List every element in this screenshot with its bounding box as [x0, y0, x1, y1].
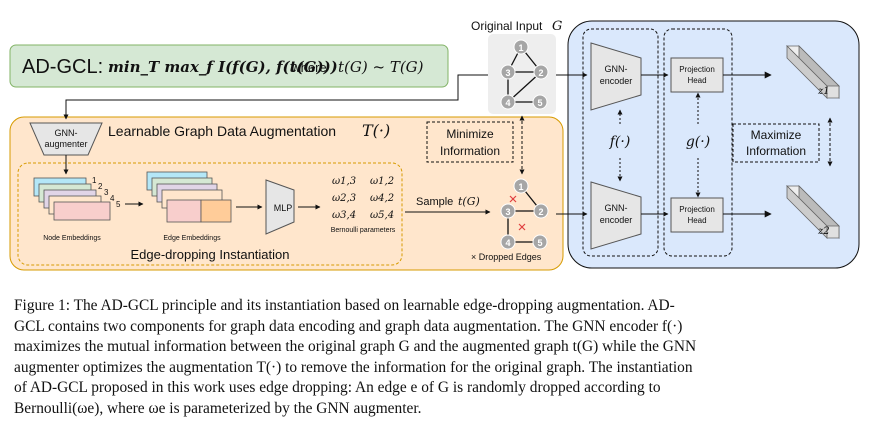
z1-vector [786, 45, 840, 99]
dropped-edge-marks [509, 195, 526, 231]
node-embeddings-stack [33, 177, 111, 221]
weight-5-4: ω5,4 [370, 210, 394, 221]
encoder-dashed-box [582, 28, 659, 257]
maximize-line-1: Maximize [751, 128, 802, 142]
caption-line-1: Figure 1: The AD-GCL principle and its i… [14, 297, 675, 314]
dropped-edges-legend: × Dropped Edges [471, 252, 542, 262]
node-embeddings-label: Node Embeddings [43, 235, 101, 242]
node-index-1: 1 [92, 176, 97, 185]
instantiation-label: Edge-dropping Instantiation [130, 247, 289, 262]
objective-label: AD-GCL: [22, 56, 103, 78]
aug-node-4: 4 [505, 238, 510, 248]
edge-embeddings-label: Edge Embeddings [163, 235, 221, 242]
edge-embeddings-stack [146, 171, 232, 223]
augmentation-title: Learnable Graph Data Augmentation [108, 123, 336, 139]
original-input-label: Original Input [471, 19, 543, 33]
orig-node-2: 2 [538, 68, 543, 78]
node-index-5: 5 [116, 200, 121, 209]
objective-constraint: t(G) ~ T(G) [338, 58, 424, 76]
node-index-3: 3 [104, 188, 109, 197]
node-index-4: 4 [110, 194, 115, 203]
original-graph-bg [488, 34, 556, 114]
objective-box [9, 44, 449, 88]
mlp-box [265, 179, 295, 235]
orig-node-3: 3 [505, 68, 510, 78]
projection-head-bottom [670, 197, 724, 233]
figure-caption: Figure 1: The AD-GCL principle and its i… [14, 296, 860, 419]
caption-line-5: of AD-GCL proposed in this work uses edg… [14, 379, 661, 396]
caption-line-2: GCL contains two components for graph da… [14, 317, 683, 335]
projection-top-label-2: Head [687, 76, 706, 85]
gnn-augmenter-label-1: GNN- [55, 128, 78, 138]
gnn-augmenter-label-2: augmenter [44, 139, 87, 149]
encoder-bottom-label-2: encoder [600, 215, 633, 225]
weight-2-3: ω2,3 [332, 193, 356, 204]
projection-top-label-1: Projection [679, 65, 715, 74]
objective-where: , where [284, 60, 327, 75]
orig-node-1: 1 [518, 43, 523, 53]
node-index-2: 2 [98, 182, 103, 191]
encoder-top-label-2: encoder [600, 76, 633, 86]
z1-label: z1 [817, 86, 830, 97]
aug-node-5: 5 [537, 238, 542, 248]
caption-line-4: augmenter optimizes the augmentation T(·… [14, 358, 693, 376]
sample-symbol: t(G) [458, 195, 480, 208]
graph-to-augmenter-arrow [63, 74, 488, 120]
minimize-box [426, 121, 514, 163]
caption-line-6: Bernoulli(ωe), where ωe is parameterized… [14, 399, 422, 417]
encoder-bottom-label-1: GNN- [605, 203, 628, 213]
adgcl-diagram: AD-GCL: min_T max_f I(f(G), f(t(G))) , w… [9, 19, 860, 271]
orig-node-5: 5 [537, 98, 542, 108]
projection-head-top [670, 57, 724, 93]
gnn-encoder-top [590, 42, 642, 111]
weight-4-2: ω4,2 [370, 193, 394, 204]
minimize-line-1: Minimize [446, 127, 494, 141]
sample-label: Sample [416, 196, 453, 208]
mlp-label: MLP [274, 203, 293, 213]
original-input-symbol: G [552, 19, 562, 34]
z2-vector [786, 185, 840, 239]
bernoulli-label: Bernoulli parameters [331, 227, 396, 234]
objective-formula: min_T max_f I(f(G), f(t(G))) [108, 58, 338, 76]
maximize-line-2: Information [746, 144, 806, 158]
augmentation-symbol: T(·) [362, 121, 390, 140]
aug-node-1: 1 [518, 182, 523, 192]
aug-node-2: 2 [538, 207, 543, 217]
edge-dropping-box [17, 162, 403, 266]
augmented-graph-nodes: 1 2 3 4 5 [500, 178, 549, 250]
f-symbol: f(·) [609, 134, 631, 150]
caption-line-3: maximizes the mutual information between… [14, 338, 697, 355]
aug-node-3: 3 [505, 207, 510, 217]
projection-bottom-label-2: Head [687, 216, 706, 225]
gnn-encoder-bottom [590, 181, 642, 250]
weight-1-2: ω1,2 [370, 176, 394, 187]
encoder-top-label-1: GNN- [605, 64, 628, 74]
projection-dashed-box [663, 28, 733, 257]
projection-bottom-label-1: Projection [679, 205, 715, 214]
gnn-augmenter-box [29, 122, 103, 156]
minimize-line-2: Information [440, 144, 500, 158]
orig-node-4: 4 [505, 98, 510, 108]
original-graph-nodes: 1 2 3 4 5 [500, 39, 549, 110]
weight-3-4: ω3,4 [332, 210, 356, 221]
g-symbol: g(·) [686, 134, 710, 150]
z2-label: z2 [817, 226, 830, 237]
weight-1-3: ω1,3 [332, 176, 356, 187]
maximize-box [732, 123, 820, 163]
